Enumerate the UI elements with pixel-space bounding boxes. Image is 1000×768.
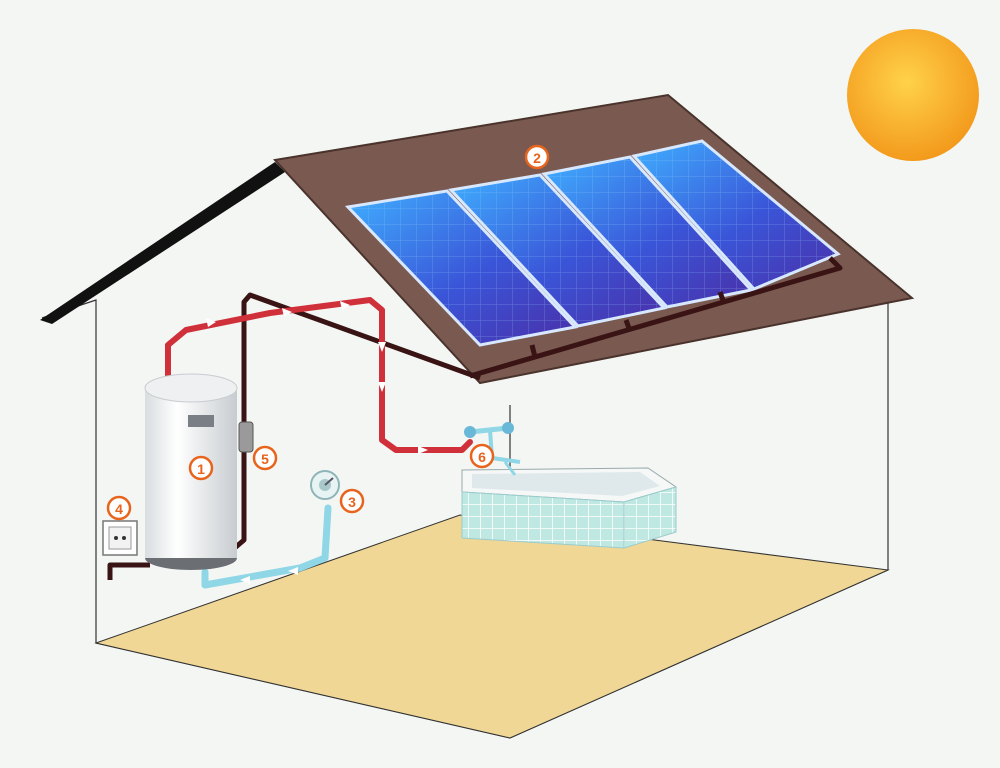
callout-badge-5: 5 xyxy=(254,447,276,469)
electrical-outlet xyxy=(103,521,137,555)
svg-text:1: 1 xyxy=(197,461,205,477)
power-cable-connector xyxy=(239,422,253,452)
callout-badge-6: 6 xyxy=(471,445,493,467)
cold-water-inlet-valve xyxy=(311,471,339,499)
svg-text:5: 5 xyxy=(261,451,269,467)
callout-badge-1: 1 xyxy=(190,457,212,479)
svg-text:4: 4 xyxy=(115,501,123,517)
callout-badge-2: 2 xyxy=(526,146,548,168)
sun xyxy=(847,29,979,161)
callout-badge-4: 4 xyxy=(108,497,130,519)
callout-badge-3: 3 xyxy=(341,490,363,512)
svg-text:2: 2 xyxy=(533,150,541,166)
bathtub xyxy=(462,468,676,548)
svg-text:6: 6 xyxy=(478,449,486,465)
svg-text:3: 3 xyxy=(348,494,356,510)
